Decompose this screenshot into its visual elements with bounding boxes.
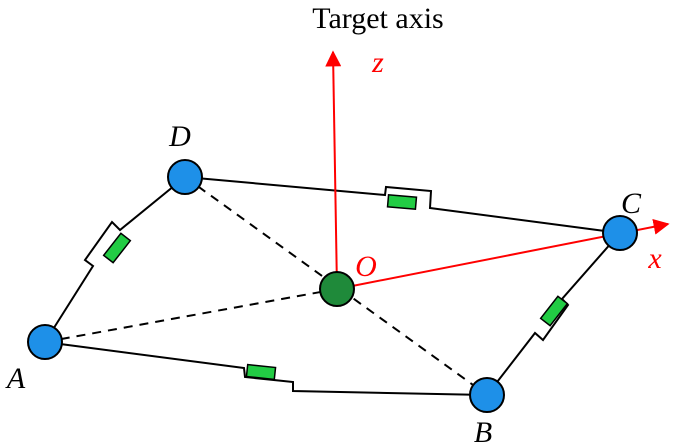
edge-a-d — [44, 176, 186, 343]
z-axis — [325, 50, 342, 290]
node-d-label: D — [168, 120, 191, 153]
node-b-label: B — [474, 416, 492, 446]
x-axis-label: x — [647, 242, 662, 275]
diagonal-a-o — [44, 288, 338, 343]
edge-d-c — [184, 176, 621, 234]
sensor-ad — [102, 232, 132, 264]
node-a-label: A — [5, 362, 26, 395]
sensor-dc — [386, 193, 418, 211]
node-c-label: C — [621, 187, 642, 220]
diagonal-d-b — [184, 176, 488, 396]
node-d — [167, 159, 203, 195]
sensor-ab — [245, 363, 277, 381]
node-o-label: O — [355, 250, 377, 283]
sensor-bc — [539, 295, 569, 327]
node-c — [602, 215, 638, 251]
node-b — [469, 377, 505, 413]
node-o — [319, 271, 355, 307]
edge-b-c — [486, 232, 621, 396]
edge-a-b — [44, 341, 488, 396]
z-axis-label: z — [371, 46, 384, 79]
node-a — [27, 324, 63, 360]
diagram-title: Target axis — [312, 2, 443, 35]
